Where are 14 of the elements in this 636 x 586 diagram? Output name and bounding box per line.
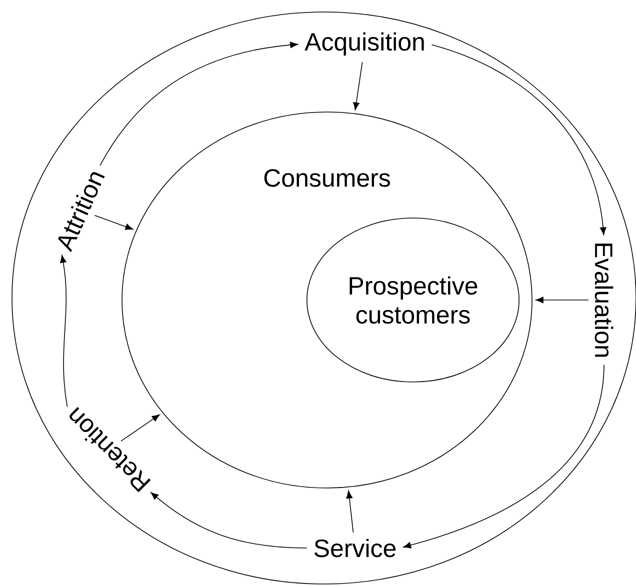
curved-arrow: [60, 254, 68, 408]
stage-label: Acquisition: [304, 32, 424, 56]
curved-arrow: [431, 44, 606, 236]
stage-label: Service: [314, 538, 396, 558]
arrow: [353, 62, 363, 110]
ring: [12, 12, 636, 584]
arrow: [536, 296, 589, 304]
arrow: [94, 214, 134, 230]
curved-arrow: [100, 42, 298, 166]
curved-arrow: [403, 364, 604, 548]
curved-arrow: [150, 492, 308, 548]
stage-label: Evaluation: [594, 244, 614, 357]
arrow: [120, 414, 160, 442]
arrow: [346, 490, 354, 533]
